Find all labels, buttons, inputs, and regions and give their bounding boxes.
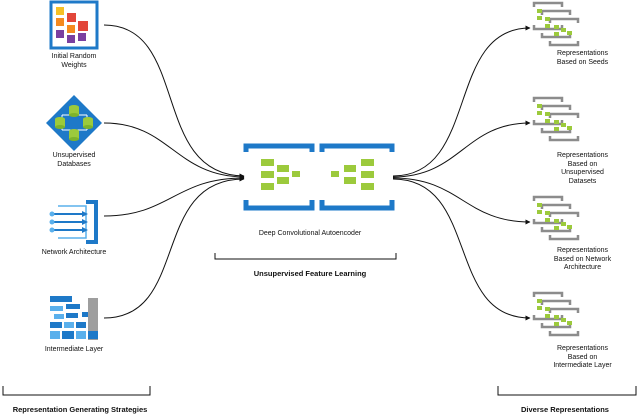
right-brace: [497, 386, 637, 396]
output-label-line: Representations: [557, 345, 608, 352]
output-label-line: Unsupervised: [561, 169, 604, 176]
input-label-line: Network Architecture: [41, 249, 107, 256]
footer-left-label: Representation Generating Strategies: [12, 405, 148, 414]
input-label-architecture: Network Architecture: [24, 249, 124, 258]
input-label-layer: Intermediate Layer: [24, 346, 124, 355]
input-label-line: Weights: [61, 61, 87, 69]
connector-weights: [103, 24, 245, 179]
autoencoder-label: Deep Convolutional Autoencoder: [258, 230, 362, 237]
layer-stack-icon: [50, 296, 98, 340]
output-label-datasets: Representations Based on Unsupervised Da…: [525, 152, 640, 186]
input-label-line: Initial Random: [51, 53, 97, 60]
connector-databases: [103, 122, 245, 180]
output-label-line: Representations: [557, 50, 608, 57]
connector-layer: [103, 176, 245, 319]
output-label-line: Representations: [557, 247, 608, 254]
output-label-line: Based on: [567, 160, 598, 168]
input-label-line: Databases: [57, 160, 91, 168]
connector-out-architecture: [392, 177, 531, 225]
connector-out-seeds: [392, 25, 531, 177]
input-label-line: Intermediate Layer: [44, 346, 104, 353]
representation-stack-icon: [532, 291, 580, 337]
output-label-line: Architecture: [563, 264, 602, 271]
grid-blocks-icon: [49, 0, 99, 50]
representation-stack-icon: [532, 195, 580, 241]
output-label-layer: Representations Based on Intermediate La…: [525, 345, 640, 371]
output-label-line: Based on Seeds: [556, 58, 609, 66]
input-label-weights: Initial Random Weights: [34, 53, 114, 70]
database-network-icon: [46, 95, 102, 151]
network-arrows-icon: [49, 200, 98, 244]
output-label-seeds: Representations Based on Seeds: [525, 50, 640, 67]
output-label-line: Based on: [567, 353, 598, 361]
connector-architecture: [103, 175, 245, 217]
connector-out-datasets: [392, 120, 531, 178]
representation-stack-icon: [532, 1, 580, 47]
output-label-architecture: Representations Based on Network Archite…: [525, 247, 640, 273]
autoencoder-icon: [243, 143, 395, 211]
center-brace: [214, 253, 397, 260]
connector-out-layer: [392, 178, 531, 321]
output-label-line: Datasets: [568, 177, 597, 185]
input-label-databases: Unsupervised Databases: [34, 152, 114, 169]
output-label-line: Intermediate Layer: [553, 362, 612, 369]
left-brace: [2, 386, 151, 396]
input-label-line: Unsupervised: [52, 152, 96, 159]
representation-stack-icon: [532, 96, 580, 142]
output-label-line: Representations: [557, 152, 608, 159]
feature-learning-label: Unsupervised Feature Learning: [253, 269, 367, 278]
output-label-line: Based on Network: [553, 255, 612, 263]
footer-right-label: Diverse Representations: [521, 405, 609, 414]
